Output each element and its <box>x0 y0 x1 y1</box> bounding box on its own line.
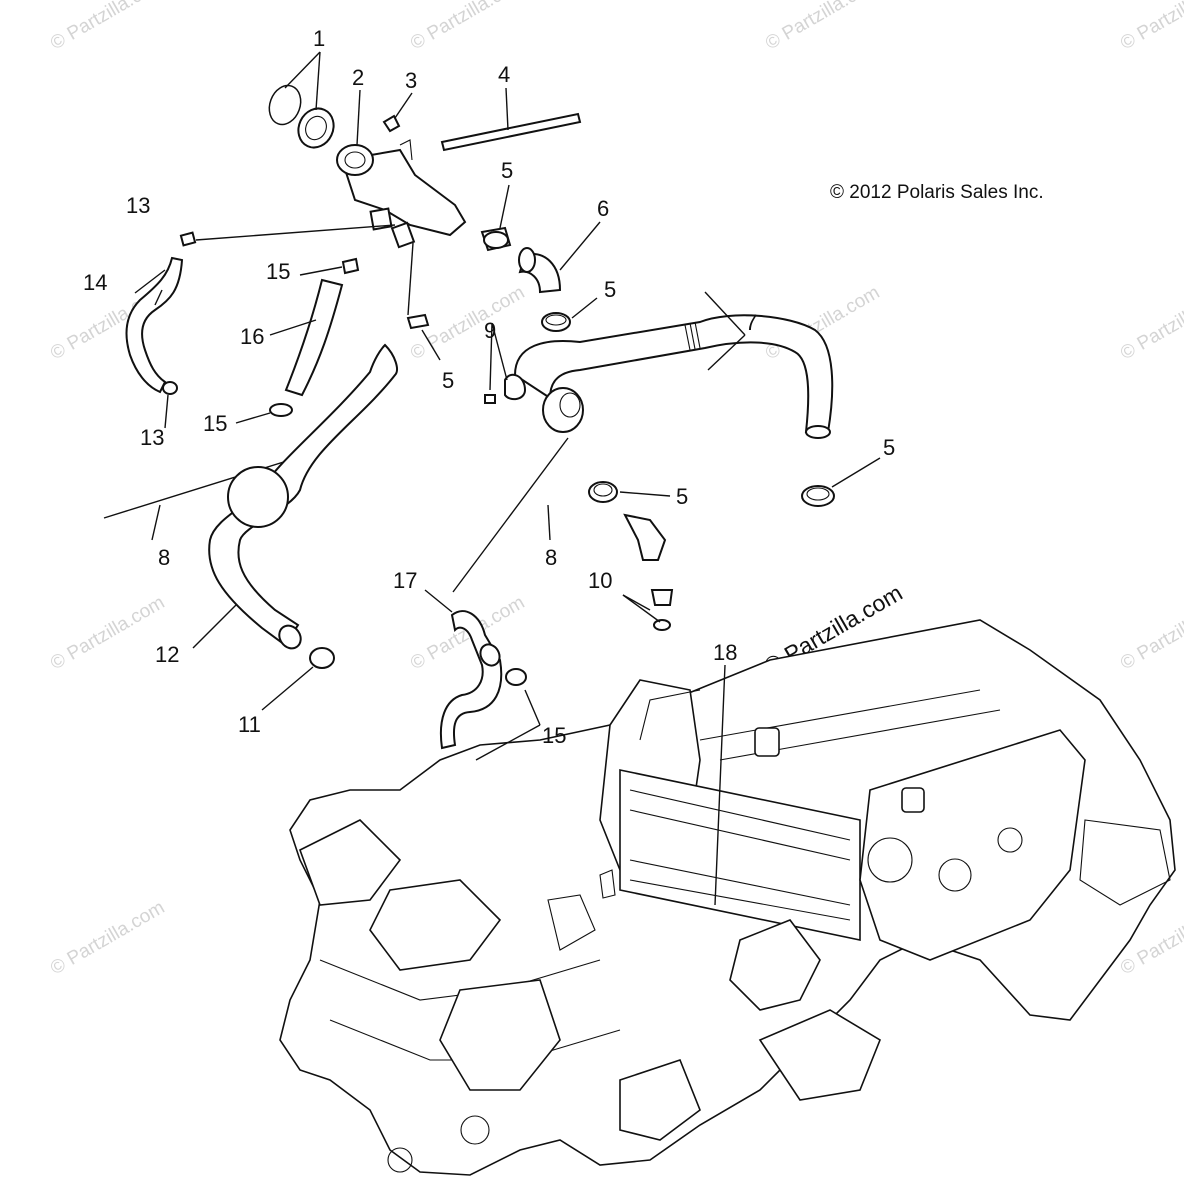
callout-4: 4 <box>498 62 510 87</box>
part-5-clamp <box>801 485 835 507</box>
watermark-text: © Partzilla.com <box>1117 282 1184 364</box>
part-17-hose <box>439 610 503 750</box>
leader-lines <box>134 51 881 906</box>
part-7-hose <box>513 314 834 439</box>
callout-2: 2 <box>352 65 364 90</box>
part-10-fitting <box>623 513 674 631</box>
callout-8: 8 <box>545 545 557 570</box>
callout-3: 3 <box>405 68 417 93</box>
callout-13: 13 <box>126 193 150 218</box>
part-8-line <box>103 437 569 593</box>
part-14-hose <box>125 256 184 394</box>
copyright-text: © 2012 Polaris Sales Inc. <box>830 182 1044 203</box>
part-11-clamp <box>309 647 335 669</box>
part-6-elbow <box>518 247 562 294</box>
callout-8: 8 <box>158 545 170 570</box>
part-16-hose <box>284 278 344 397</box>
callout-13: 13 <box>140 425 164 450</box>
part-4-rod <box>440 112 582 152</box>
part-2-coolant-bottle <box>336 139 467 249</box>
callout-labels: 1 2 3 4 5 6 5 7 5 5 8 9 10 5 13 14 15 16… <box>83 26 895 748</box>
watermark-text: © Partzilla.com <box>1117 0 1184 54</box>
watermark-text: © Partzilla.com <box>407 0 528 54</box>
watermark-text: © Partzilla.com <box>47 897 168 979</box>
part-9-bracket <box>484 373 527 404</box>
part-1-cap <box>268 84 335 149</box>
part-5-clamp <box>541 312 571 332</box>
part-15-clamp <box>341 257 360 275</box>
callout-18: 18 <box>713 640 737 665</box>
part-3-screw <box>382 114 401 133</box>
part-5-plug <box>406 313 430 330</box>
callout-1: 1 <box>313 26 325 51</box>
callout-5: 5 <box>676 484 688 509</box>
callout-15: 15 <box>542 723 566 748</box>
watermark-text: © Partzilla.com <box>762 0 883 54</box>
callout-16: 16 <box>240 324 264 349</box>
callout-15: 15 <box>203 411 227 436</box>
callout-17: 17 <box>393 568 417 593</box>
callout-5: 5 <box>883 435 895 460</box>
callout-10: 10 <box>588 568 612 593</box>
part-18-chassis <box>279 619 1176 1176</box>
callout-15: 15 <box>266 259 290 284</box>
watermark-text: © Partzilla.com <box>47 0 168 54</box>
watermark-text: © Partzilla.com <box>1117 592 1184 674</box>
callout-14: 14 <box>83 270 107 295</box>
part-15-clamp <box>505 668 527 686</box>
callout-6: 6 <box>597 196 609 221</box>
callout-11: 11 <box>238 712 261 737</box>
callout-7: 7 <box>745 310 757 335</box>
callout-9: 9 <box>484 318 496 343</box>
callout-5: 5 <box>501 158 513 183</box>
callout-12: 12 <box>155 642 179 667</box>
watermark-text: © Partzilla.com <box>47 592 168 674</box>
callout-5: 5 <box>442 368 454 393</box>
callout-5: 5 <box>604 277 616 302</box>
part-15-clamp <box>269 403 293 417</box>
part-13-plug <box>179 231 197 247</box>
part-5-clamp <box>480 226 512 252</box>
part-12-hose <box>208 343 398 650</box>
part-5-clamp <box>588 481 618 503</box>
